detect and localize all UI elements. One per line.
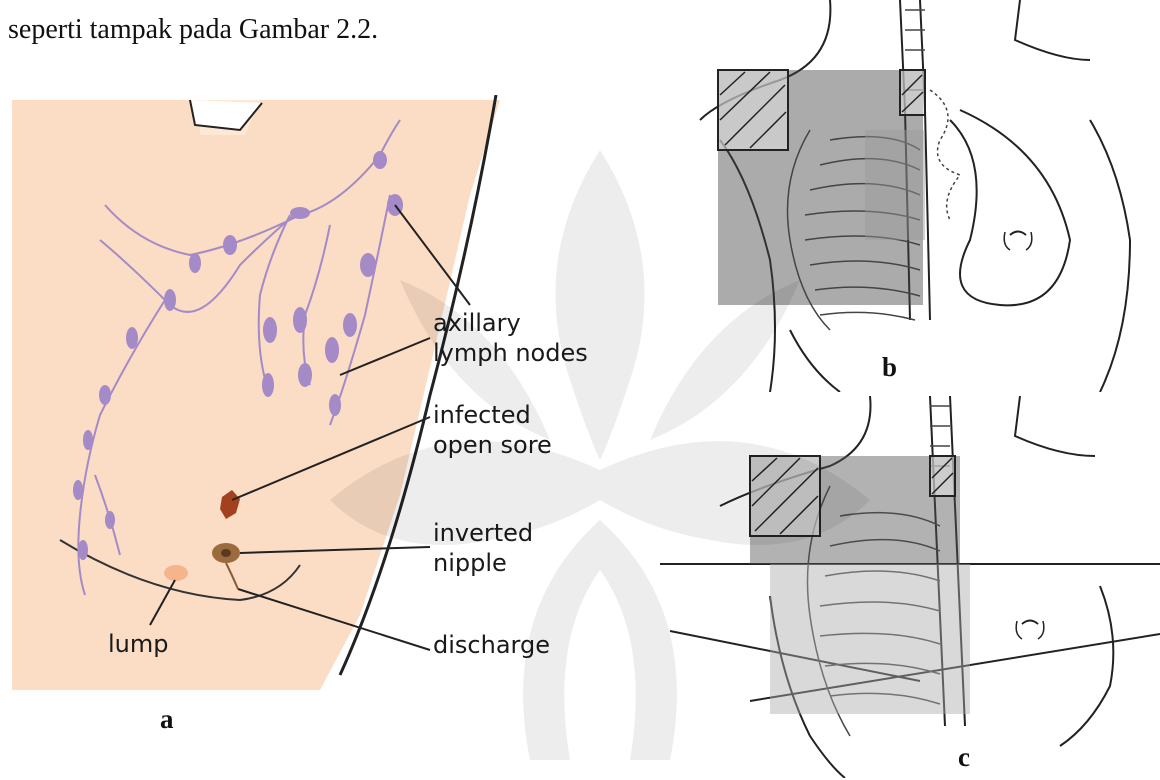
- inverted-line1: inverted: [433, 518, 533, 548]
- axillary-lymph-nodes-label: axillary lymph nodes: [433, 308, 588, 368]
- radiation-field-diagram-b: [660, 0, 1160, 392]
- infected-line2: open sore: [433, 430, 552, 460]
- inverted-line2: nipple: [433, 548, 533, 578]
- axillary-line1: axillary: [433, 308, 588, 338]
- intro-text: seperti tampak pada Gambar 2.2.: [8, 14, 378, 46]
- discharge-label: discharge: [433, 630, 550, 660]
- infected-line1: infected: [433, 400, 552, 430]
- inverted-nipple-label: inverted nipple: [433, 518, 533, 578]
- infected-open-sore-label: infected open sore: [433, 400, 552, 460]
- panel-letter-c: c: [958, 742, 970, 773]
- breast-symptoms-illustration: [0, 95, 500, 690]
- panel-letter-b: b: [882, 352, 897, 383]
- radiation-field-diagram-c: [660, 396, 1160, 778]
- lump-label: lump: [108, 629, 169, 659]
- panel-letter-a: a: [160, 704, 174, 735]
- axillary-line2: lymph nodes: [433, 338, 588, 368]
